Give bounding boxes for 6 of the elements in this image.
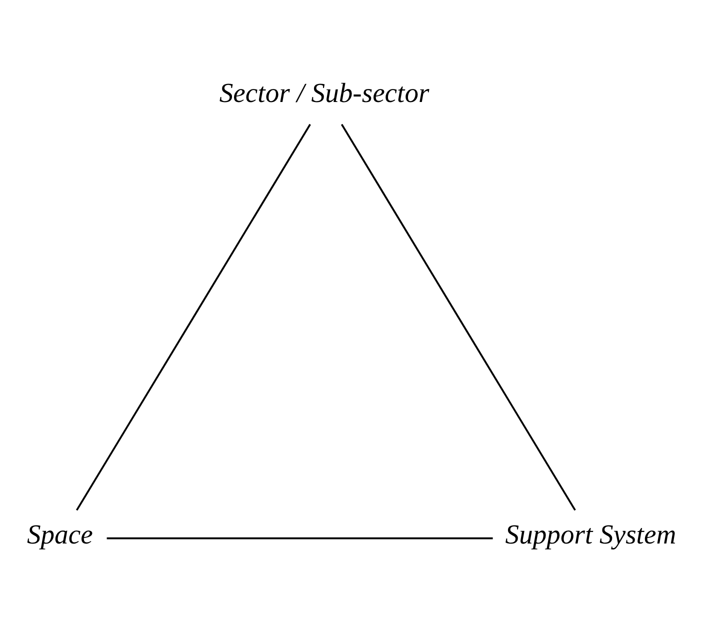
node-text: Support System [505,518,676,550]
connector [340,124,576,511]
node-text: Sector / Sub-sector [219,76,430,108]
connector [106,537,493,540]
connector [76,124,311,511]
node-text: Space [26,518,93,550]
